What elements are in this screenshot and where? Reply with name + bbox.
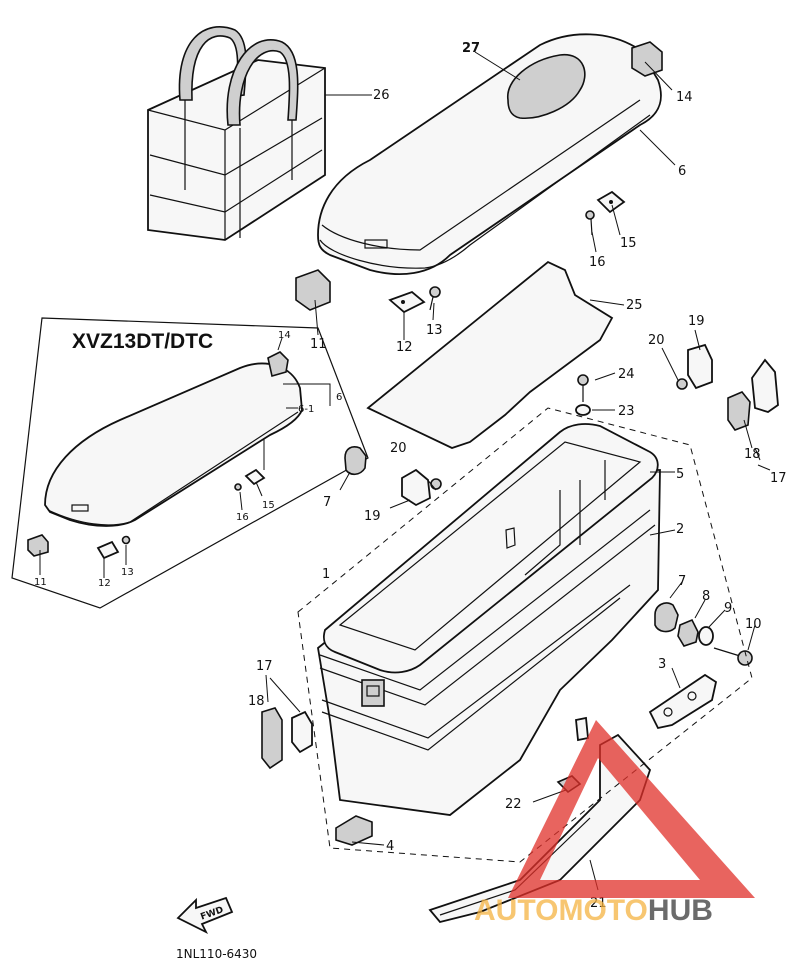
model-label: XVZ13DT/DTC — [72, 330, 213, 353]
callout-14: 14 — [676, 90, 693, 105]
callout-16: 16 — [589, 255, 606, 270]
inset-callouts: 14 6 6-1 15 16 11 12 13 — [34, 330, 342, 589]
callout-15: 15 — [620, 236, 637, 251]
callout-11: 11 — [310, 337, 327, 352]
callout-8: 8 — [702, 589, 710, 604]
callout-4: 4 — [386, 839, 394, 854]
inset-callout-13: 13 — [121, 567, 134, 578]
bolt-24 — [577, 374, 589, 402]
callout-10: 10 — [745, 617, 762, 632]
collar-8 — [677, 618, 699, 647]
callout-3: 3 — [658, 657, 666, 672]
diagram-code: 1NL110-6430 — [176, 947, 257, 961]
watermark-logo: AUTOMOTOHUB — [474, 720, 755, 927]
callout-12: 12 — [396, 340, 413, 355]
pad-25 — [366, 260, 614, 449]
callout-19-lower: 19 — [364, 509, 381, 524]
inset-callout-6-1: 6-1 — [298, 404, 314, 415]
callout-19-upper: 19 — [688, 314, 705, 329]
callout-7-left: 7 — [323, 495, 331, 510]
callout-18-upper: 18 — [744, 447, 761, 462]
nut-20 — [430, 478, 442, 490]
callout-22: 22 — [505, 797, 522, 812]
hinge-14 — [631, 41, 663, 77]
plate-12 — [388, 290, 426, 314]
callout-27: 27 — [462, 41, 480, 56]
variant-inset — [11, 317, 369, 609]
inset-callout-15: 15 — [262, 500, 275, 511]
bracket-3 — [648, 673, 718, 730]
callout-24: 24 — [618, 367, 635, 382]
inner-bag — [147, 26, 326, 241]
inset-callout-6: 6 — [336, 392, 342, 403]
hinge-11 — [295, 269, 331, 311]
callout-numbers: 26 27 14 6 15 16 11 12 13 25 24 23 20 19… — [248, 41, 787, 911]
callout-23: 23 — [618, 404, 635, 419]
callout-17-lower: 17 — [256, 659, 273, 674]
bolt-10 — [713, 647, 753, 666]
callout-7-right: 7 — [678, 574, 686, 589]
watermark-triangle — [508, 720, 755, 898]
callout-1: 1 — [322, 567, 330, 582]
callout-17-upper: 17 — [770, 471, 787, 486]
lid-top — [317, 33, 662, 275]
callout-21: 21 — [590, 896, 607, 911]
plate-15 — [596, 190, 626, 214]
latch-17-18-upper — [727, 358, 779, 431]
grommet-7-right — [654, 602, 679, 633]
callout-20-lower: 20 — [390, 441, 407, 456]
screw-13 — [429, 286, 441, 311]
inset-callout-14: 14 — [278, 330, 291, 341]
bracket-19-upper — [687, 343, 713, 390]
assembly-outline — [297, 407, 753, 863]
callout-25: 25 — [626, 298, 643, 313]
callout-5: 5 — [676, 467, 684, 482]
grommet-7 — [344, 446, 367, 476]
bracket-19 — [401, 468, 431, 507]
saddlebag-case — [317, 423, 661, 816]
nut-20-upper — [676, 378, 688, 390]
inset-callout-11: 11 — [34, 577, 47, 588]
watermark-text: AUTOMOTOHUB — [474, 894, 713, 927]
foot-4 — [335, 815, 373, 846]
washer-23 — [575, 404, 591, 416]
washer-9 — [698, 626, 714, 646]
callout-13: 13 — [426, 323, 443, 338]
stud-hanger — [575, 716, 589, 742]
screw-16 — [585, 210, 595, 236]
inset-callout-12: 12 — [98, 578, 111, 589]
fwd-arrow: FWD — [176, 896, 234, 935]
callout-2: 2 — [676, 522, 684, 537]
latch-17-18-lower — [261, 707, 313, 770]
callout-18-lower: 18 — [248, 694, 265, 709]
leader-lines — [39, 51, 771, 891]
callout-6: 6 — [678, 164, 686, 179]
callout-20-upper: 20 — [648, 333, 665, 348]
callout-9: 9 — [724, 601, 732, 616]
callout-26: 26 — [373, 88, 390, 103]
inset-callout-16: 16 — [236, 512, 249, 523]
